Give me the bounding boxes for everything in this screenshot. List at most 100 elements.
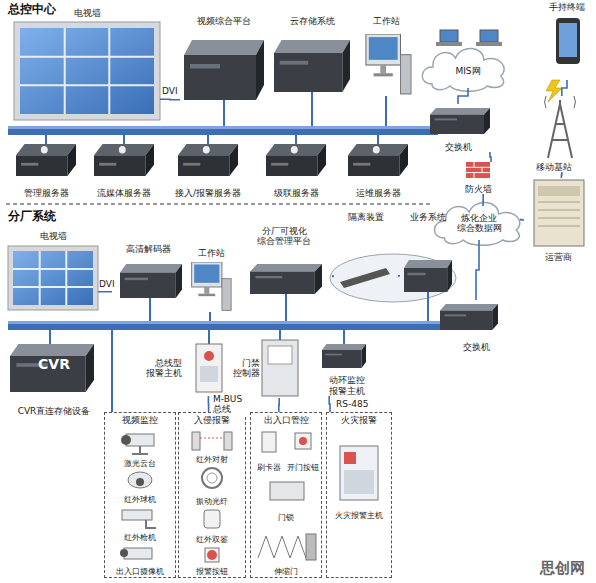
connector <box>561 172 563 178</box>
connector <box>398 275 400 277</box>
node-text: CVR <box>38 356 70 372</box>
device-node: 级联服务器 <box>256 142 336 198</box>
node-text: 炼化企业 综合数据网 <box>438 213 520 234</box>
device-node: 刷卡器 <box>252 428 286 472</box>
node-text: 视频综合平台 <box>197 16 251 26</box>
edge-label: DVI <box>99 279 115 289</box>
connector <box>328 396 330 412</box>
node-text: 动环监控 报警主机 <box>310 375 384 396</box>
device-node: 隔离装置 <box>334 212 398 292</box>
connector <box>482 194 484 206</box>
device-node: 移动基站 <box>515 96 593 172</box>
node-text: 云存储系统 <box>290 16 335 26</box>
node-text: 视频监控 <box>122 415 158 425</box>
device-node: 开门按钮 <box>285 428 321 472</box>
node-text: 火灾报警主机 <box>335 511 383 520</box>
node-text: 报警按钮 <box>196 567 228 576</box>
node-text: 红外枪机 <box>124 533 156 542</box>
device-node: 动环监控 报警主机 <box>310 338 384 396</box>
connector <box>208 396 210 412</box>
node-text: 振动光纤 <box>196 497 228 506</box>
node-text: MIS网 <box>455 66 480 76</box>
device-node: 云存储系统 <box>270 16 354 98</box>
device-node: 伸缩门 <box>254 528 318 576</box>
device-node: 振动光纤 <box>182 466 242 506</box>
device-node: 高清解码器 <box>112 244 184 306</box>
connector <box>520 219 524 221</box>
connector <box>490 152 491 162</box>
device-node: 红外球机 <box>108 470 172 504</box>
node-text: 手持终端 <box>549 2 585 12</box>
node-text: 运营商 <box>545 252 572 262</box>
node-text: 隔离装置 <box>348 212 384 222</box>
watermark: 思创网 <box>540 560 585 577</box>
device-node: 运营商 <box>524 178 592 262</box>
group-box: 视频监控激光云台红外球机红外枪机出入口摄像机 <box>104 412 176 578</box>
device-node: 接入/报警服务器 <box>164 142 252 198</box>
device-node: 流媒体服务器 <box>88 142 160 198</box>
device-node: 防火墙 <box>452 162 504 194</box>
connector <box>476 240 479 300</box>
device-node: MIS网 <box>430 54 506 88</box>
node-text: 工作站 <box>373 16 400 26</box>
node-text: 流媒体服务器 <box>97 188 151 198</box>
node-text: 交换机 <box>445 142 472 152</box>
connector <box>98 291 112 293</box>
node-text: 工作站 <box>198 248 225 258</box>
node-text: 接入/报警服务器 <box>175 188 241 198</box>
device-node: 出入口摄像机 <box>106 544 174 576</box>
device-node: 工作站 <box>186 248 236 316</box>
device-node: 报警按钮 <box>182 546 242 576</box>
device-node: CVR CVR直连存储设备 <box>6 342 102 416</box>
device-node: 电视墙 <box>14 8 160 122</box>
node-text: 刷卡器 <box>257 463 281 472</box>
device-node: 火灾报警主机 <box>328 440 390 520</box>
node-text: 开门按钮 <box>287 463 319 472</box>
connector <box>278 398 280 412</box>
node-text: 交换机 <box>463 342 490 352</box>
device-node: 分厂可视化 综合管理平台 <box>236 226 332 298</box>
node-text: 电视墙 <box>40 231 67 241</box>
section-label: 总控中心 <box>8 3 56 17</box>
edge-label: RS-485 <box>336 399 368 409</box>
group-box: 出入口管控刷卡器开门按钮门锁伸缩门 <box>250 412 322 578</box>
node-text: 运维服务器 <box>356 188 401 198</box>
device-node: 视频综合平台 <box>180 16 268 108</box>
node-text: 激光云台 <box>124 459 156 468</box>
node-text: 门锁 <box>278 513 294 522</box>
device-node: 交换机 <box>436 300 516 352</box>
device-node: 炼化企业 综合数据网 <box>438 206 520 240</box>
device-node: 运维服务器 <box>340 142 416 198</box>
node-text: 电视墙 <box>74 8 101 18</box>
node-text: 门禁 控制器 <box>226 358 260 379</box>
device-node: 门禁 控制器 <box>226 338 302 398</box>
node-text: 级联服务器 <box>274 188 319 198</box>
device-node: 管理服务器 <box>10 142 82 198</box>
node-text: 业务系统 <box>410 212 446 222</box>
node-text: CVR直连存储设备 <box>18 406 91 416</box>
connector <box>332 275 334 277</box>
node-text: 高清解码器 <box>126 244 171 254</box>
device-node: 激光云台 <box>108 428 172 468</box>
node-text: 出入口管控 <box>264 415 309 425</box>
device-node: 工作站 <box>356 16 416 102</box>
node-text: 防火墙 <box>465 184 492 194</box>
device-node: 电视墙 <box>8 231 98 310</box>
node-text: 出入口摄像机 <box>116 567 164 576</box>
node-text: 管理服务器 <box>24 188 69 198</box>
connector <box>160 98 180 100</box>
edge-label: DVI <box>162 86 178 96</box>
node-text: 移动基站 <box>536 162 572 172</box>
device-node: 门锁 <box>254 478 318 522</box>
section-label: 分厂系统 <box>8 210 56 224</box>
node-text: 红外双鉴 <box>196 535 228 544</box>
device-node: 业务系统 <box>400 212 456 296</box>
node-text: 红外对射 <box>196 455 228 464</box>
device-node: 总线型 报警主机 <box>120 340 224 396</box>
node-text: 总线型 报警主机 <box>120 358 182 379</box>
node-text: 入侵报警 <box>194 415 230 425</box>
node-text: 红外球机 <box>124 495 156 504</box>
